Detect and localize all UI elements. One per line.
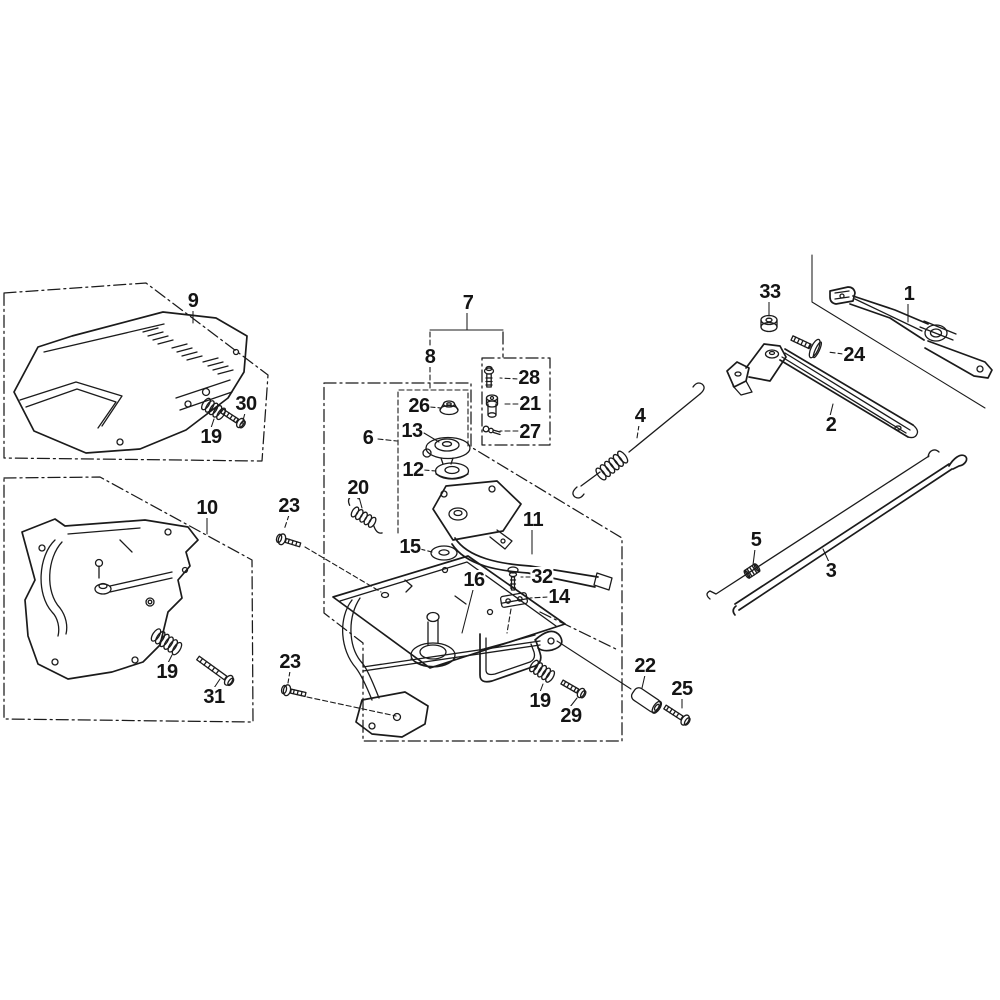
callout-30: 30 (234, 393, 258, 415)
callout-24: 24 (842, 344, 866, 366)
part-13-cup (422, 436, 471, 465)
part-23-bolt-lower (280, 684, 307, 698)
part-23-bolt-upper (275, 533, 302, 548)
callout-1: 1 (902, 283, 916, 305)
callout-11: 11 (521, 509, 545, 531)
callout-33: 33 (758, 281, 782, 303)
callout-14: 14 (547, 586, 571, 608)
part-14-clamp (499, 592, 529, 608)
part-32-bolt (507, 566, 519, 591)
callout-22: 22 (633, 655, 657, 677)
part-4-spring (572, 382, 705, 499)
thin-control-rod (706, 449, 940, 600)
part-19-spring-bottom (529, 659, 556, 683)
callout-3: 3 (824, 560, 838, 582)
part-22-collar (630, 687, 663, 714)
part-25-bolt (663, 704, 691, 726)
part-9-cover (13, 311, 248, 454)
part-31-bolt (196, 655, 235, 687)
callout-4: 4 (633, 405, 647, 427)
part-12-washer (434, 462, 470, 480)
part-15-washer (430, 545, 458, 561)
callout-19b: 19 (155, 661, 179, 683)
callout-20: 20 (346, 477, 370, 499)
part-20-spring (347, 494, 383, 534)
callout-6: 6 (361, 427, 375, 449)
part-1-lever (811, 254, 993, 409)
cover-group-box (3, 282, 269, 462)
callout-31: 31 (202, 686, 226, 708)
callout-7: 7 (461, 292, 475, 314)
inner-sub-assembly-box (397, 389, 469, 534)
callout-23a: 23 (277, 495, 301, 517)
part-16-base-bracket (332, 555, 566, 738)
callout-15: 15 (398, 536, 422, 558)
callout-2: 2 (824, 414, 838, 436)
callout-8: 8 (423, 346, 437, 368)
part-11-lever-arm (432, 480, 613, 591)
part-19-spring-left (150, 628, 183, 656)
center-base-group-box (323, 382, 623, 742)
part-19-spring-top (201, 397, 227, 421)
bracket-group-box (3, 476, 254, 723)
callout-29: 29 (559, 705, 583, 727)
callout-13: 13 (400, 420, 424, 442)
callout-19c: 19 (528, 690, 552, 712)
part-27-clip (482, 425, 501, 436)
callout-16: 16 (462, 569, 486, 591)
callout-28: 28 (517, 367, 541, 389)
part-21-fitting (485, 394, 499, 418)
callout-23b: 23 (278, 651, 302, 673)
callout-32: 32 (530, 566, 554, 588)
callout-9: 9 (186, 290, 200, 312)
part-10-bracket (21, 518, 199, 680)
part-24-bolt (790, 335, 823, 359)
vent-slots (142, 327, 234, 375)
callout-5: 5 (749, 529, 763, 551)
part-29-bolt (560, 679, 587, 699)
part-5-clip (743, 563, 761, 579)
callout-25: 25 (670, 678, 694, 700)
callout-21: 21 (518, 393, 542, 415)
part-33-nut (760, 314, 778, 333)
hardware-group-box (481, 357, 551, 446)
callout-26: 26 (407, 395, 431, 417)
part-3-rod (732, 454, 968, 616)
leader-lines (167, 301, 909, 717)
callout-10: 10 (195, 497, 219, 519)
callout-19a: 19 (199, 426, 223, 448)
part-2-rod-channel (726, 343, 919, 439)
part-26-nut (439, 400, 459, 416)
callout-27: 27 (518, 421, 542, 443)
callout-12: 12 (401, 459, 425, 481)
callout-7-bracket (429, 312, 504, 389)
part-28-bolt (483, 365, 495, 388)
